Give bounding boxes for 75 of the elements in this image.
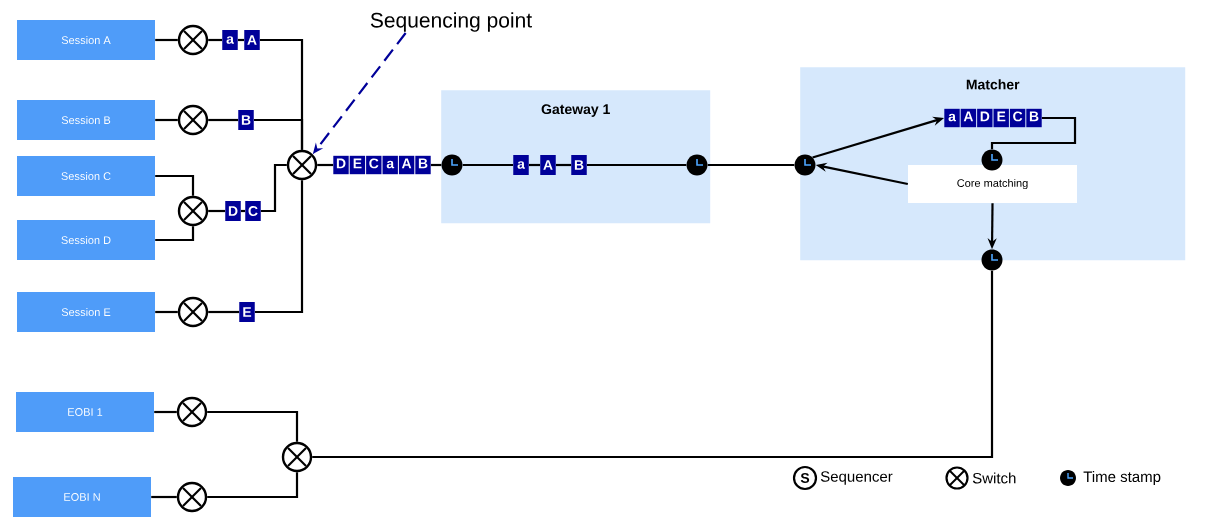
session-box: Session C [17, 156, 155, 196]
node-label: E [353, 158, 362, 169]
connector-line [208, 310, 240, 314]
message-chip: E [239, 302, 255, 322]
connector-line [990, 116, 1077, 150]
session-box: EOBI 1 [16, 392, 154, 432]
switch-symbol [176, 396, 208, 428]
connector-line [208, 209, 226, 213]
connector-line [155, 118, 178, 122]
connector-line [312, 270, 994, 459]
message-chip: B [571, 155, 587, 175]
message-chip: A [540, 155, 556, 175]
connector-line [155, 174, 195, 196]
legend-label: Switch [972, 472, 1016, 484]
connector-line [237, 38, 245, 42]
connector-line [317, 163, 334, 167]
switch-symbol [176, 481, 208, 513]
timestamp-symbol [441, 154, 463, 176]
message-chip: C [245, 201, 261, 221]
legend-label: Sequencer [820, 471, 893, 485]
session-box: Session B [17, 100, 155, 140]
node-label: C [369, 158, 379, 169]
message-chip: a [513, 155, 529, 175]
node-label: C [1013, 111, 1023, 122]
session-box: EOBI N [13, 477, 151, 517]
connector-line [207, 410, 299, 442]
session-box: Session A [17, 20, 155, 60]
connector-line [155, 310, 178, 314]
node-label: B [418, 158, 428, 169]
node-label: A [401, 158, 412, 169]
connector-line [208, 118, 239, 122]
switch-symbol [177, 195, 209, 227]
connector-line [151, 495, 177, 499]
message-queue: D E C a A B [333, 155, 431, 175]
message-chip: D [225, 201, 241, 221]
connector-line [586, 163, 687, 167]
switch-symbol [286, 149, 318, 181]
node-label: a [386, 160, 395, 169]
session-box: Session E [17, 292, 155, 332]
timestamp-symbol [981, 149, 1003, 171]
node-label: D [336, 158, 346, 169]
connector-line [240, 209, 246, 213]
callout-text: Sequencing point [370, 12, 532, 32]
connector-line [155, 38, 178, 42]
node-label: B [1029, 111, 1039, 122]
connector-line [207, 472, 299, 499]
connector-line [154, 410, 177, 414]
switch-symbol [177, 296, 209, 328]
core-matching-box: Core matching [908, 165, 1077, 203]
connector-line [528, 163, 541, 167]
message-chip: a [222, 30, 238, 50]
switch-symbol [281, 441, 313, 473]
switch-symbol [177, 24, 209, 56]
connector-line [155, 226, 195, 242]
message-chip: A [244, 30, 260, 50]
node-label: a [948, 113, 956, 122]
timestamp-symbol [686, 154, 708, 176]
node-label: A [963, 111, 974, 122]
node-label: D [980, 111, 990, 122]
node-label: E [997, 111, 1006, 122]
connector-line [707, 163, 795, 167]
message-queue: a A D E C B [944, 108, 1042, 128]
connector-line [254, 180, 304, 314]
session-box: Session D [17, 220, 155, 260]
legend-label: Time stamp [1083, 471, 1161, 485]
connector-line [208, 38, 223, 42]
message-chip: B [238, 110, 254, 130]
timestamp-symbol [981, 249, 1003, 271]
connector-line [462, 163, 514, 167]
connector-line [430, 163, 442, 167]
connector-line [253, 118, 304, 150]
connector-line [555, 163, 572, 167]
switch-symbol [177, 104, 209, 136]
connector-line [260, 163, 287, 213]
timestamp-symbol [794, 154, 816, 176]
